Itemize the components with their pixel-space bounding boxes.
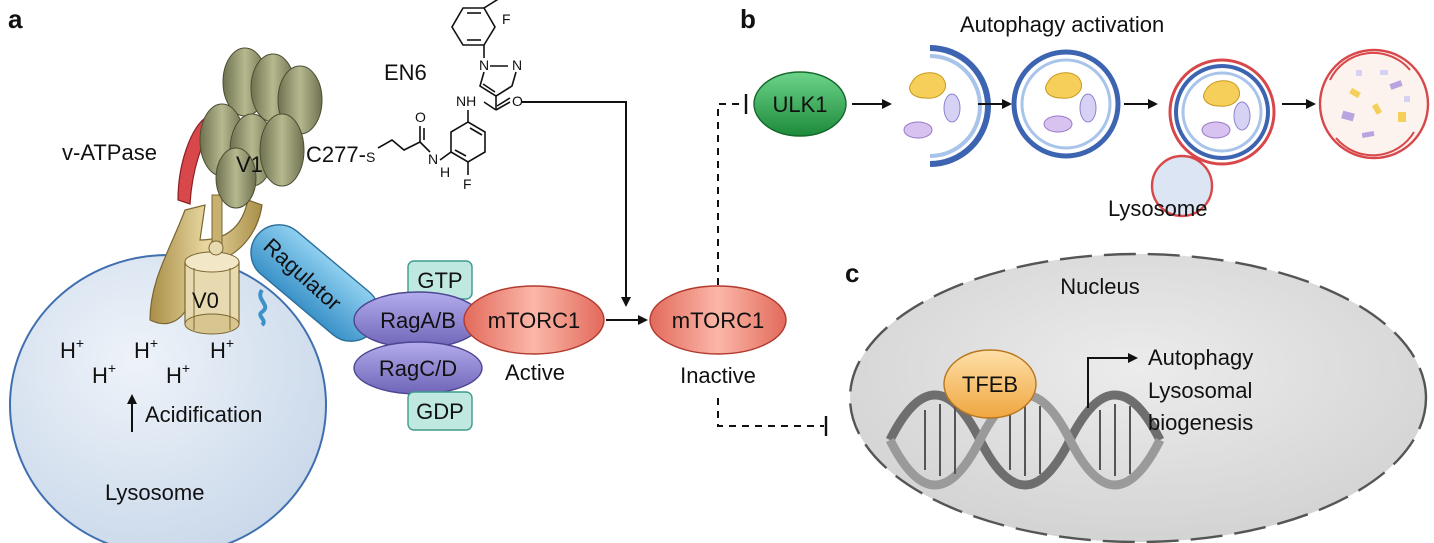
- mtorc1-active: mTORC1: [463, 285, 605, 355]
- phagophore: [903, 45, 991, 167]
- v0-rotor: [184, 240, 240, 335]
- atom-link-s: S: [366, 149, 375, 165]
- mtorc1-active-state: Active: [505, 360, 565, 385]
- transcription-arrow: [1087, 353, 1138, 408]
- autophagosome: [1011, 49, 1121, 159]
- proton-4: H+: [92, 360, 116, 388]
- fusing-autophagosome: [1150, 58, 1276, 218]
- rag-cd: RagC/D: [353, 341, 483, 395]
- rag-ab: RagA/B: [353, 291, 483, 349]
- residue-label: C277-: [306, 142, 366, 167]
- atom-f-bottom: F: [463, 176, 472, 192]
- ulk1-inhibition-line: [717, 103, 744, 285]
- atom-amide-o: O: [512, 93, 523, 109]
- output-biogenesis: biogenesis: [1148, 410, 1253, 435]
- tfeb-label: TFEB: [962, 372, 1018, 397]
- v1-label: V1: [236, 152, 263, 177]
- vatpase-label: v-ATPase: [62, 140, 157, 165]
- ulk1: ULK1: [753, 71, 847, 137]
- proton-5: H+: [166, 360, 190, 388]
- proton-3: H+: [210, 335, 234, 363]
- rag-ab-label: RagA/B: [380, 308, 456, 333]
- tfeb-inhibition-line: [717, 398, 824, 427]
- atom-n-ring2: N: [512, 57, 522, 73]
- output-lysosomal: Lysosomal: [1148, 378, 1252, 403]
- tfeb: TFEB: [943, 349, 1037, 419]
- gdp-label: GDP: [416, 399, 464, 424]
- atom-link-n: N: [428, 151, 438, 167]
- gtp-label: GTP: [417, 268, 462, 293]
- mtorc1-active-label: mTORC1: [488, 308, 581, 333]
- nucleus-label: Nucleus: [1060, 274, 1139, 299]
- mtorc1-inactive-state: Inactive: [680, 363, 756, 388]
- v0-label: V0: [192, 288, 219, 313]
- autophagy-lysosome-label: Lysosome: [1108, 196, 1207, 221]
- v-atpase-complex: [149, 47, 323, 335]
- panel-label-c: c: [845, 258, 859, 288]
- ulk1-label: ULK1: [772, 92, 827, 117]
- en6-structure: F N N O NH F N H O S: [366, 0, 523, 192]
- panel-label-a: a: [8, 4, 23, 34]
- atom-n-ring: N: [479, 57, 489, 73]
- output-autophagy: Autophagy: [1148, 345, 1253, 370]
- mtorc1-inactive-label: mTORC1: [672, 308, 765, 333]
- lysosome-label: Lysosome: [105, 480, 204, 505]
- proton-1: H+: [60, 335, 84, 363]
- mtorc1-inactive: mTORC1: [649, 285, 787, 355]
- gdp-box: GDP: [407, 391, 473, 431]
- atom-link-o: O: [415, 109, 426, 125]
- en6-label: EN6: [384, 60, 427, 85]
- panel-label-b: b: [740, 4, 756, 34]
- proton-group: H+ H+ H+ H+ H+: [60, 335, 234, 388]
- autolysosome: [1318, 48, 1430, 160]
- en6-inhibition-arrow: [522, 101, 631, 307]
- acidification-label: Acidification: [145, 402, 262, 427]
- autophagy-title: Autophagy activation: [960, 12, 1164, 37]
- rag-cd-label: RagC/D: [379, 356, 457, 381]
- proton-2: H+: [134, 335, 158, 363]
- atom-amide-nh: NH: [456, 93, 476, 109]
- atom-link-h: H: [440, 164, 450, 180]
- atom-f-top: F: [502, 11, 511, 27]
- v1-domain: [199, 47, 323, 209]
